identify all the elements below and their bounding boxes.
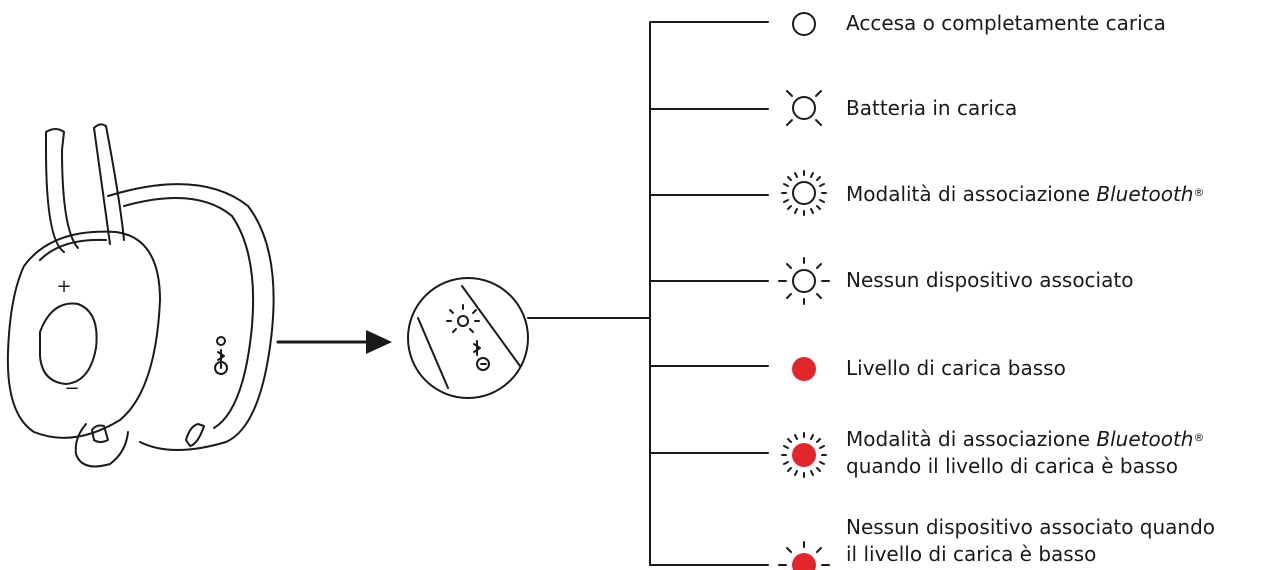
led-off-icon: [792, 12, 816, 36]
plus-symbol: +: [56, 276, 71, 297]
legend-label-pairing-low: Modalità di associazione Bluetooth® quan…: [846, 427, 1205, 478]
led-zoom-inset: [407, 277, 651, 399]
legend-label-no-device: Nessun dispositivo associato: [846, 268, 1134, 292]
legend-label-on: Accesa o completamente carica: [846, 11, 1166, 35]
legend-label-pairing: Modalità di associazione Bluetooth®: [846, 182, 1205, 206]
led-fast-blink-icon: [781, 170, 827, 216]
led-red-fast-blink-icon: [781, 432, 827, 478]
led-slow-pulse-icon: [786, 90, 822, 126]
legend-label-charging: Batteria in carica: [846, 96, 1018, 120]
headset-illustration: [6, 123, 275, 468]
pointer-arrow: [276, 330, 392, 354]
led-blink-icon: [778, 257, 830, 305]
legend-connector-lines: [649, 21, 769, 566]
minus-symbol: −: [64, 378, 79, 399]
legend-label-low-battery: Livello di carica basso: [846, 356, 1066, 380]
led-red-solid-icon: [792, 357, 816, 381]
legend-label-no-device-low: Nessun dispositivo associato quando il l…: [846, 515, 1216, 566]
led-red-blink-icon: [778, 541, 830, 570]
